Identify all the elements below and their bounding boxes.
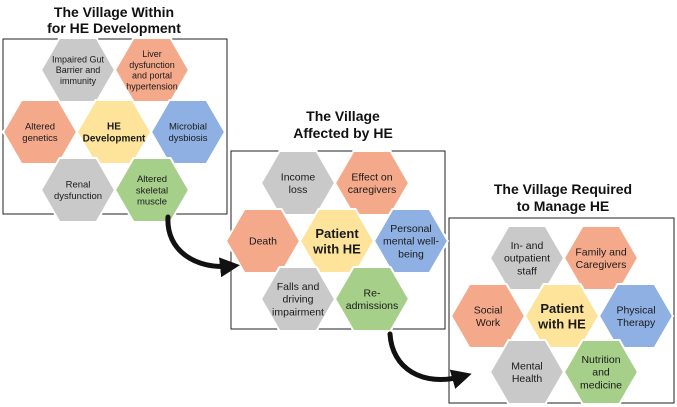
hex-label-falls: driving — [283, 294, 314, 306]
hex-label-income: loss — [289, 184, 308, 196]
hex-shape-wellbeing — [372, 208, 450, 274]
panel-title-manage: The Village Required to Manage HE — [494, 181, 632, 214]
hex-label-readmit: Re- — [364, 287, 381, 299]
hex-label-genetics: genetics — [22, 133, 58, 144]
hex-label-skeletal: Altered — [137, 174, 167, 185]
hex-label-he-dev: Development — [83, 134, 146, 145]
hex-label-mental: Health — [512, 373, 543, 385]
hex-label-nutrition: medicine — [580, 379, 622, 391]
hex-label-gut: immunity — [60, 76, 97, 86]
hex-label-family: Family and — [575, 246, 627, 258]
hex-label-skeletal: skeletal — [136, 185, 168, 196]
title-manage-line2: to Manage HE — [517, 198, 610, 214]
hex-label-falls: Falls and — [277, 281, 320, 293]
hex-label-gut: Impaired Gut — [52, 54, 105, 64]
hex-label-mental: Mental — [511, 360, 543, 372]
hex-label-social: Social — [474, 304, 503, 316]
title-manage-line1: The Village Required — [494, 181, 632, 197]
hex-label-patient2: with HE — [537, 316, 586, 331]
hex-label-falls: impairment — [272, 306, 324, 318]
curved-arrow-2-icon — [387, 331, 472, 389]
hex-shape-readmit — [333, 266, 411, 332]
hex-label-caregivers: caregivers — [348, 184, 396, 196]
hex-shape-renal — [39, 157, 117, 223]
hex-label-staff: outpatient — [504, 253, 550, 265]
hex-label-family: Caregivers — [576, 259, 627, 271]
hex-shape-physical — [597, 283, 675, 349]
hex-label-staff: In- and — [511, 240, 544, 252]
panel-title-affected: The Village Affected by HE — [293, 108, 393, 141]
hex-label-staff: staff — [517, 265, 537, 277]
hex-label-patient1: Patient — [315, 226, 359, 241]
hex-shape-microbial — [149, 99, 227, 165]
hex-label-microbial: dysbiosis — [168, 133, 207, 144]
hex-label-physical: Physical — [616, 304, 655, 316]
hex-label-wellbeing: being — [398, 248, 424, 260]
hex-death: Death — [224, 208, 302, 274]
hex-label-liver: and portal — [132, 71, 172, 81]
title-affected-line2: Affected by HE — [293, 125, 393, 141]
hex-shape-mental — [488, 339, 566, 405]
hex-label-liver: dysfunction — [129, 60, 175, 70]
hex-label-gut: Barrier and — [56, 65, 101, 75]
curved-arrow-1-icon — [165, 214, 240, 278]
hex-label-wellbeing: Personal — [390, 223, 431, 235]
hex-label-liver: hypertension — [126, 81, 178, 91]
hex-label-nutrition: and — [592, 367, 610, 379]
hex-label-microbial: Microbial — [169, 122, 207, 133]
hex-shape-falls — [259, 266, 337, 332]
hex-label-patient2: Patient — [540, 301, 584, 316]
hex-label-skeletal: muscle — [137, 197, 167, 208]
hex-label-social: Work — [476, 317, 501, 329]
hex-label-he-dev: HE — [107, 122, 121, 133]
hex-label-renal: Renal — [66, 180, 91, 191]
hex-readmit: Re-admissions — [333, 266, 411, 332]
hex-label-genetics: Altered — [25, 122, 55, 133]
panel-title-within: The Village Within for HE Development — [47, 4, 181, 36]
hex-label-wellbeing: mental well- — [383, 236, 440, 248]
hex-label-death: Death — [249, 236, 277, 248]
hex-label-physical: Therapy — [617, 317, 656, 329]
title-within-line2: for HE Development — [47, 20, 181, 36]
hex-label-nutrition: Nutrition — [581, 354, 620, 366]
hex-label-income: Income — [281, 171, 316, 183]
title-within-line1: The Village Within — [54, 4, 174, 20]
hex-label-liver: Liver — [142, 49, 162, 59]
hex-shape-skeletal — [113, 157, 191, 223]
title-affected-line1: The Village — [306, 108, 380, 124]
hex-label-readmit: admissions — [346, 300, 399, 312]
hex-shape-nutrition — [562, 339, 640, 405]
hex-label-renal: dysfunction — [54, 191, 102, 202]
hex-label-caregivers: Effect on — [351, 171, 392, 183]
hex-label-patient1: with HE — [312, 241, 361, 256]
